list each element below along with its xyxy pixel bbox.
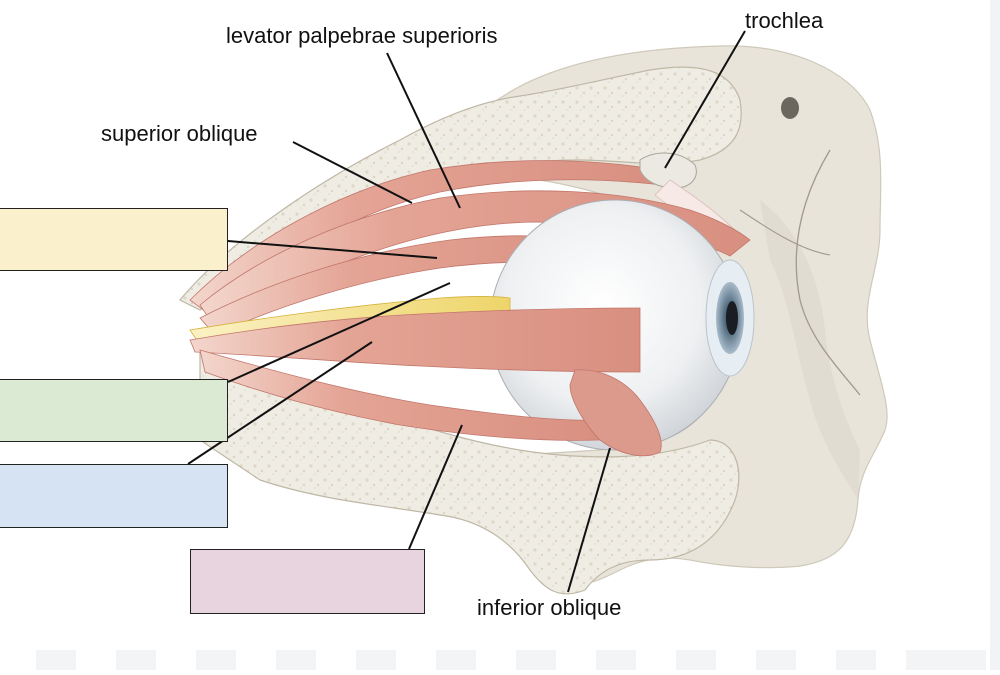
background-pattern (36, 650, 986, 670)
answer-box-2[interactable] (0, 379, 228, 442)
answer-box-3[interactable] (0, 464, 228, 528)
pupil (726, 301, 738, 335)
lateral-rectus-muscle (189, 307, 641, 373)
label-trochlea: trochlea (745, 8, 824, 33)
label-inferior-oblique: inferior oblique (477, 595, 622, 620)
answer-box-4[interactable] (190, 549, 425, 614)
inferior-oblique-muscle (569, 369, 662, 457)
scroll-strip (990, 0, 1000, 670)
label-levator-palpebrae-superioris: levator palpebrae superioris (226, 23, 498, 48)
trochlea-pulley (639, 152, 697, 189)
leader-lines (187, 30, 746, 593)
supraorbital-foramen (781, 97, 799, 119)
nasal-region (760, 200, 860, 500)
answer-box-1[interactable] (0, 208, 228, 271)
label-superior-oblique: superior oblique (101, 121, 258, 146)
